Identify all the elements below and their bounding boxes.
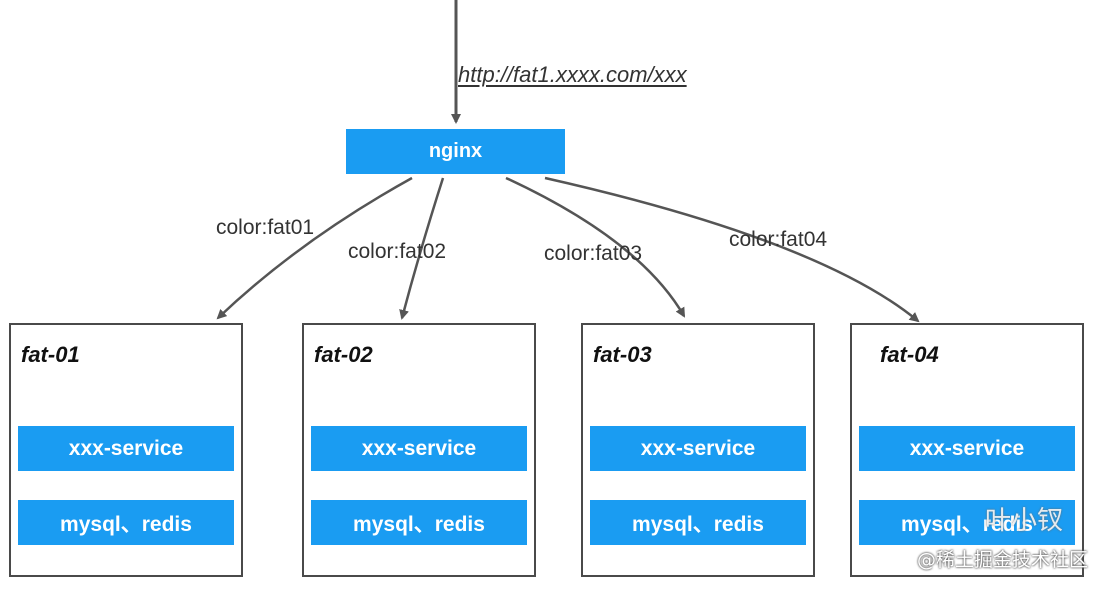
datastore-box: mysql、redis <box>859 500 1075 545</box>
incoming-url-label: http://fat1.xxxx.com/xxx <box>458 62 687 87</box>
nginx-label: nginx <box>428 140 483 162</box>
service-box: xxx-service <box>311 426 527 471</box>
service-box: xxx-service <box>590 426 806 471</box>
environment-fat02: fat-02 xxx-service mysql、redis <box>302 323 536 577</box>
environment-title: fat-03 <box>593 342 652 367</box>
route-arrow-fat02 <box>399 177 445 320</box>
service-box: xxx-service <box>859 426 1075 471</box>
environment-fat03: fat-03 xxx-service mysql、redis <box>581 323 815 577</box>
environment-title: fat-01 <box>21 342 80 367</box>
route-label-fat02: color:fat02 <box>348 240 447 263</box>
route-label-fat04: color:fat04 <box>729 228 828 251</box>
environment-title: fat-02 <box>314 342 373 367</box>
datastore-box: mysql、redis <box>18 500 234 545</box>
route-label-fat01: color:fat01 <box>216 216 315 239</box>
service-box: xxx-service <box>18 426 234 471</box>
environment-fat01: fat-01 xxx-service mysql、redis <box>9 323 243 577</box>
route-label-fat03: color:fat03 <box>544 242 643 265</box>
datastore-box: mysql、redis <box>311 500 527 545</box>
watermark-author: 叶小钗 <box>985 506 1064 536</box>
route-arrow-fat03 <box>505 176 686 318</box>
watermark-site: @稀土掘金技术社区 <box>916 549 1088 571</box>
nginx-node: nginx <box>346 129 565 174</box>
datastore-box: mysql、redis <box>590 500 806 545</box>
route-arrow-fat04 <box>544 176 920 323</box>
route-arrow-fat01 <box>216 176 413 320</box>
environment-fat04: fat-04 xxx-service mysql、redis <box>850 323 1084 577</box>
environment-title: fat-04 <box>880 342 939 367</box>
